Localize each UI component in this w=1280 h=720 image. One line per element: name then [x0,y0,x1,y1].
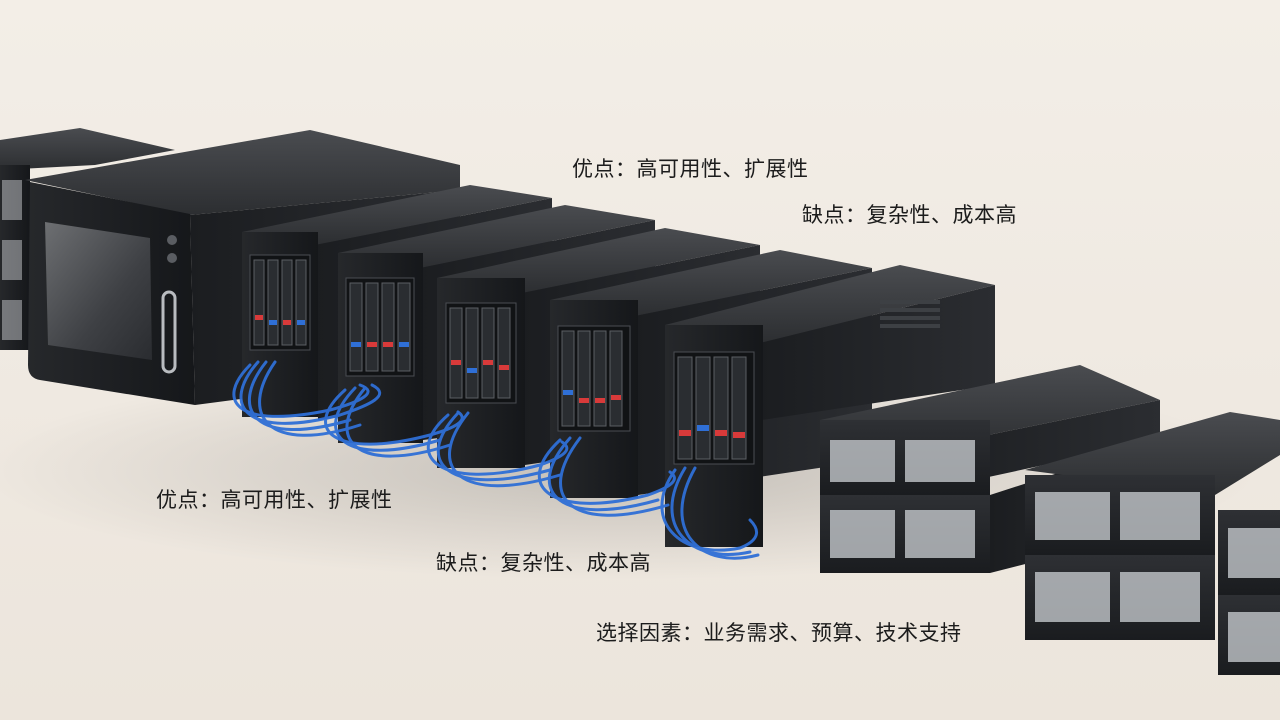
rack-unit [820,365,1160,495]
rack-unit [1218,510,1280,595]
selection-factors-label: 选择因素：业务需求、预算、技术支持 [596,621,962,645]
pros-label-bottom: 优点：高可用性、扩展性 [156,488,393,512]
rack-unit [1025,412,1280,555]
pros-label-top: 优点：高可用性、扩展性 [572,157,809,181]
rack-unit [1218,595,1280,675]
network-cables [232,360,760,560]
rack-servers [820,365,1280,675]
cons-label-top: 缺点：复杂性、成本高 [802,203,1017,227]
rack-unit [1025,555,1215,640]
left-edge-server-stack [0,128,175,350]
cons-label-bottom: 缺点：复杂性、成本高 [436,551,651,575]
tower-server [665,265,995,547]
tower-servers [242,185,995,547]
